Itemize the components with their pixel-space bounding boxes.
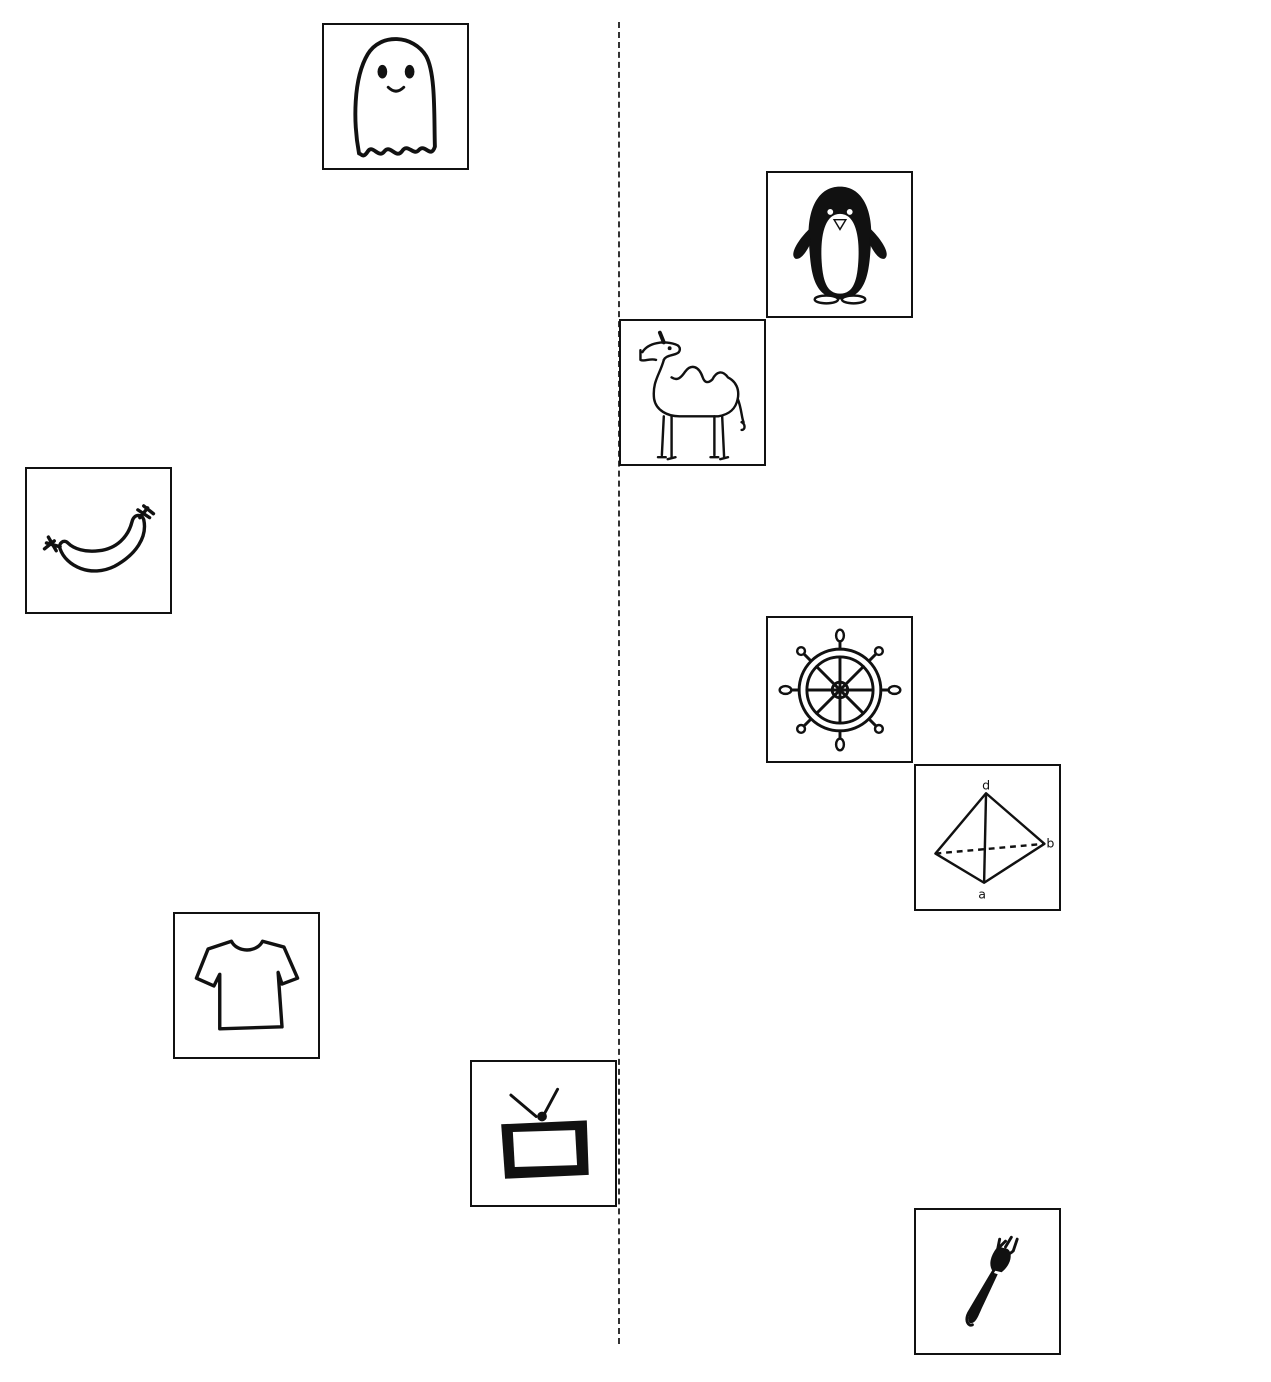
tile-television[interactable] [470,1060,617,1207]
tile-camel[interactable] [619,319,766,466]
tile-ghost[interactable] [322,23,469,170]
tile-penguin[interactable] [766,171,913,318]
tile-fork[interactable] [914,1208,1061,1355]
label-vertex-b: b [1046,836,1054,851]
fork-icon [965,1235,1019,1327]
tile-t-shirt[interactable] [173,912,320,1059]
penguin-icon [793,186,887,305]
dashed-divider-line [618,22,620,1344]
tile-octahedron[interactable]: d b a [914,764,1061,911]
ghost-icon [353,37,437,158]
tile-ship-wheel[interactable] [766,616,913,763]
label-vertex-a: a [978,886,986,901]
ship-wheel-icon [778,628,902,752]
television-icon [501,1087,589,1179]
t-shirt-icon [194,939,300,1031]
tile-sausage[interactable] [25,467,172,614]
octahedron-icon: d b a [934,777,1054,901]
label-vertex-d: d [982,777,990,792]
camel-icon [639,330,746,461]
sausage-icon [42,504,156,573]
